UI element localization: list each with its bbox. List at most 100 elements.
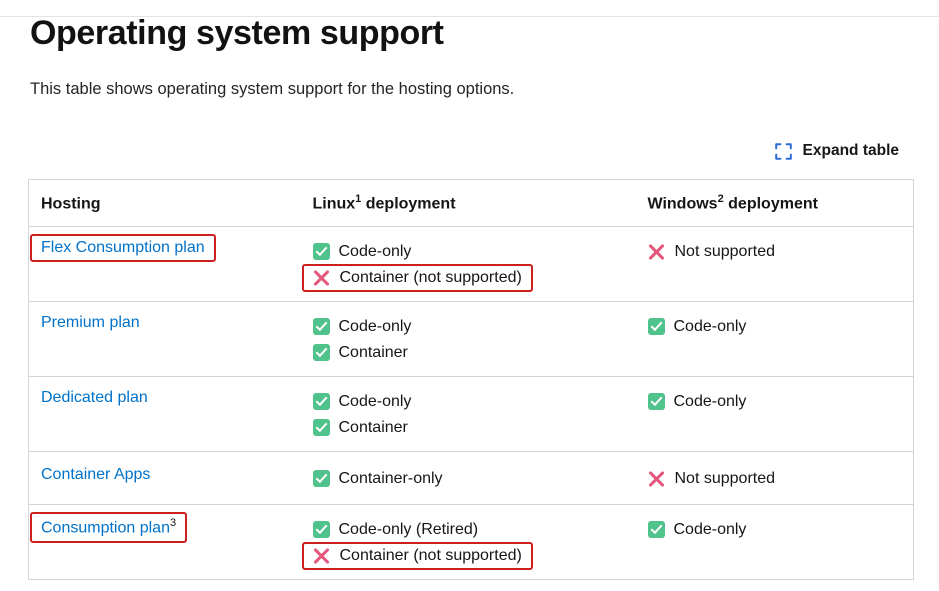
os-support-table: Hosting Linux1 deployment Windows2 deplo… <box>28 179 914 581</box>
annotation-box: Container (not supported) <box>301 541 533 570</box>
support-label: Code-only <box>338 392 412 410</box>
line-inner: Code-only (Retired) <box>312 520 479 539</box>
support-label: Not supported <box>674 469 776 487</box>
footnote-marker: 3 <box>169 517 177 530</box>
support-label: Container (not supported) <box>339 268 522 286</box>
hosting-wrap: Premium plan <box>41 314 140 332</box>
support-line: Code-only <box>647 314 904 339</box>
annotation-box: Container (not supported) <box>301 263 533 292</box>
support-label: Code-only <box>338 317 412 335</box>
check-icon <box>312 470 330 488</box>
column-header-hosting: Hosting <box>29 180 303 227</box>
line-inner: Container <box>312 418 408 437</box>
windows-cell: Code-only <box>638 505 914 580</box>
hosting-cell: Premium plan <box>29 302 303 377</box>
table-toolbar: Expand table <box>28 140 911 162</box>
hosting-link[interactable]: Dedicated plan <box>41 389 148 407</box>
hosting-cell: Consumption plan3 <box>29 505 303 580</box>
expand-table-icon <box>774 142 792 160</box>
line-inner: Not supported <box>648 470 776 488</box>
support-label: Container <box>338 343 408 361</box>
hosting-cell: Flex Consumption plan <box>29 227 303 302</box>
support-line: Code-only <box>647 389 904 414</box>
line-inner: Code-only <box>647 520 747 539</box>
support-label: Container (not supported) <box>339 546 522 564</box>
support-label: Code-only <box>673 317 747 335</box>
hosting-link[interactable]: Premium plan <box>41 314 140 332</box>
support-line: Code-only (Retired) <box>312 517 628 542</box>
support-line: Container <box>312 340 628 365</box>
column-header-text: Linux <box>312 195 356 213</box>
support-line: Code-only <box>312 389 628 414</box>
cross-icon <box>313 547 331 565</box>
hosting-cell: Container Apps <box>29 452 303 505</box>
check-icon <box>312 521 330 539</box>
support-line: Container (not supported) <box>301 541 628 570</box>
line-inner: Container-only <box>312 469 443 488</box>
column-header-rest: deployment <box>723 195 818 213</box>
line-inner: Container <box>312 343 408 362</box>
hosting-wrap: Dedicated plan <box>41 389 148 407</box>
column-header-rest: deployment <box>361 195 456 213</box>
check-icon <box>312 344 330 362</box>
line-inner: Code-only <box>647 392 747 411</box>
support-label: Code-only (Retired) <box>338 520 479 538</box>
windows-cell: Not supported <box>638 227 914 302</box>
expand-table-button[interactable]: Expand table <box>774 140 899 162</box>
line-inner: Code-only <box>312 242 412 261</box>
annotation-box: Flex Consumption plan <box>30 234 216 263</box>
support-line: Not supported <box>648 466 904 491</box>
check-icon <box>312 243 330 261</box>
hosting-link[interactable]: Container Apps <box>41 466 151 484</box>
column-header-windows: Windows2 deployment <box>638 180 914 227</box>
top-divider <box>0 16 939 17</box>
cross-icon <box>648 243 666 261</box>
support-line: Container <box>312 415 628 440</box>
support-line: Container (not supported) <box>301 263 628 292</box>
linux-cell: Container-only <box>303 452 638 505</box>
support-label: Not supported <box>674 242 776 260</box>
footnote-marker: 2 <box>717 193 724 205</box>
support-label: Container <box>338 418 408 436</box>
table-header-row: Hosting Linux1 deployment Windows2 deplo… <box>28 180 914 227</box>
check-icon <box>647 521 665 539</box>
page-title: Operating system support <box>30 14 444 52</box>
cross-icon <box>313 269 331 287</box>
line-inner: Code-only <box>647 317 747 336</box>
cross-icon <box>648 470 666 488</box>
hosting-link[interactable]: Flex Consumption plan <box>41 239 205 257</box>
line-inner: Code-only <box>312 392 412 411</box>
check-icon <box>647 318 665 336</box>
line-inner: Code-only <box>312 317 412 336</box>
line-inner: Not supported <box>648 243 776 261</box>
hosting-cell: Dedicated plan <box>29 377 303 452</box>
support-line: Code-only <box>647 517 904 542</box>
support-label: Code-only <box>673 392 747 410</box>
support-label: Code-only <box>673 520 747 538</box>
support-line: Code-only <box>312 314 628 339</box>
check-icon <box>312 393 330 411</box>
check-icon <box>647 393 665 411</box>
support-line: Container-only <box>312 466 628 491</box>
annotation-box: Consumption plan3 <box>30 512 188 543</box>
support-line: Code-only <box>312 239 628 264</box>
check-icon <box>312 419 330 437</box>
column-header-text: Hosting <box>41 195 101 213</box>
hosting-link[interactable]: Consumption plan <box>41 519 170 537</box>
support-line: Not supported <box>648 239 904 264</box>
check-icon <box>312 318 330 336</box>
footnote-marker: 1 <box>355 193 362 205</box>
support-label: Code-only <box>338 242 412 260</box>
support-label: Container-only <box>338 469 443 487</box>
column-header-linux: Linux1 deployment <box>303 180 638 227</box>
expand-table-label: Expand table <box>802 142 899 159</box>
windows-cell: Not supported <box>638 452 914 505</box>
windows-cell: Code-only <box>638 302 914 377</box>
